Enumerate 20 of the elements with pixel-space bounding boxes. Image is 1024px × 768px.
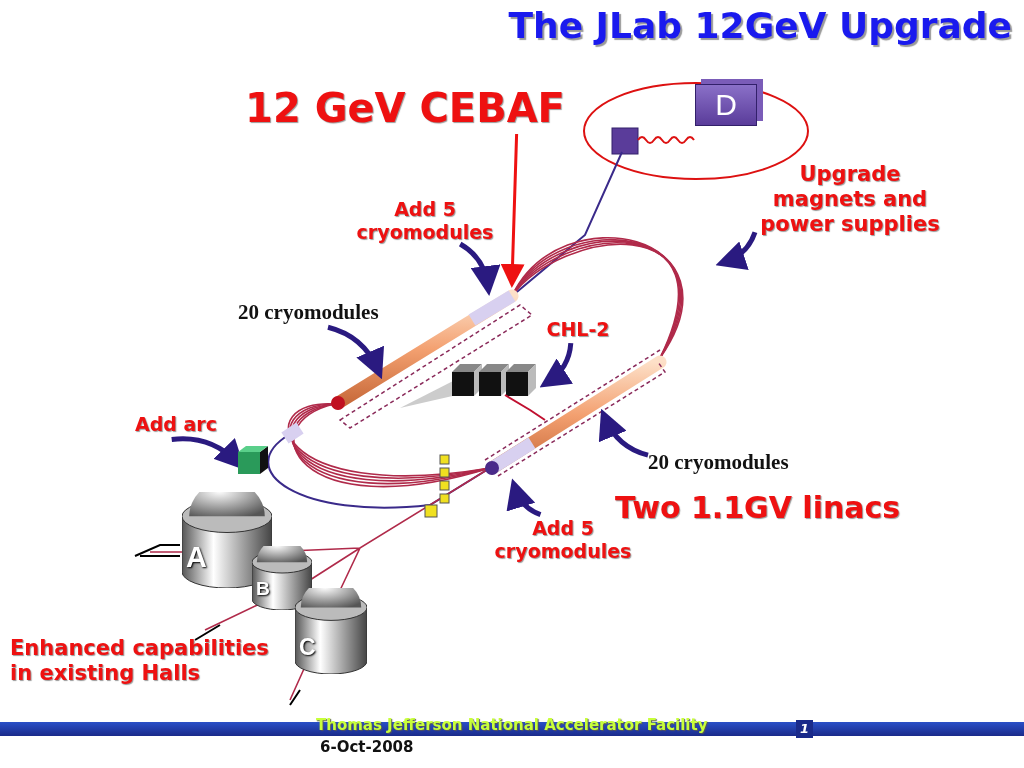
curved-arrow <box>507 478 542 518</box>
page-number: 1 <box>796 720 814 738</box>
halls-note: Enhanced capabilities in existing Halls <box>10 636 270 687</box>
callout-text: 20 cryomodules <box>238 300 418 326</box>
curved-arrow <box>599 408 649 458</box>
footer-text: Thomas Jefferson National Accelerator Facility <box>316 716 708 734</box>
curved-arrow <box>458 241 500 296</box>
date-text: 6-Oct-2008 <box>320 738 414 756</box>
callout-text: CHL-2 <box>542 318 614 341</box>
pointer-arrow <box>500 133 525 288</box>
curved-arrow <box>715 231 758 270</box>
curved-arrow <box>539 342 574 388</box>
callout-text: 20 cryomodules <box>648 450 828 476</box>
callout-text: Add arc <box>133 413 219 436</box>
cube-drawing <box>238 446 268 474</box>
callout-text: Upgrade magnets and power supplies <box>755 162 945 238</box>
slide-title: The JLab 12GeV Upgrade <box>508 4 1012 48</box>
callout-text: Add 5 cryomodules <box>345 198 505 244</box>
title-text: 12 GeV CEBAF <box>225 84 585 132</box>
curved-arrow <box>327 324 384 380</box>
